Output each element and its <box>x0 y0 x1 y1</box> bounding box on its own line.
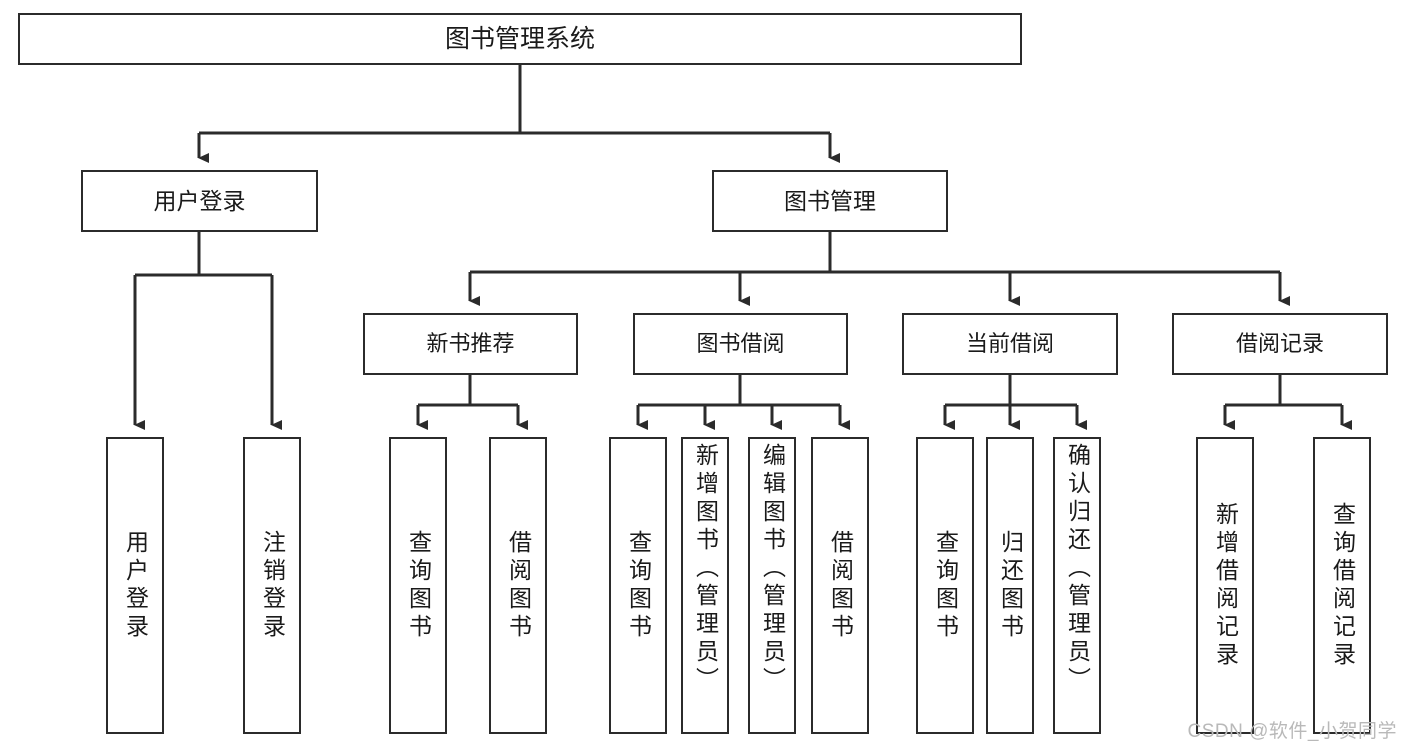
leaf-label: 归还图书 <box>997 529 1024 642</box>
leaf-query-book-1[interactable]: 查询图书 <box>389 437 447 734</box>
node-label: 图书借阅 <box>696 331 785 357</box>
leaf-label: 新增图书（管理员） <box>692 443 719 695</box>
leaf-label: 新增借阅记录 <box>1212 501 1239 670</box>
node-label: 用户登录 <box>153 187 246 214</box>
leaf-label: 查询图书 <box>405 529 432 642</box>
node-label: 图书管理系统 <box>444 24 595 53</box>
leaf-add-book-admin[interactable]: 新增图书（管理员） <box>681 437 729 734</box>
leaf-logout-login[interactable]: 注销登录 <box>243 437 301 734</box>
node-label: 借阅记录 <box>1235 331 1324 357</box>
node-label: 图书管理 <box>784 187 876 214</box>
leaf-edit-book-admin[interactable]: 编辑图书（管理员） <box>748 437 796 734</box>
leaf-borrow-book-2[interactable]: 借阅图书 <box>811 437 869 734</box>
leaf-query-book-3[interactable]: 查询图书 <box>916 437 974 734</box>
leaf-label: 注销登录 <box>259 529 286 642</box>
leaf-label: 查询借阅记录 <box>1329 501 1356 670</box>
leaf-label: 用户登录 <box>122 529 149 642</box>
leaf-return-book[interactable]: 归还图书 <box>986 437 1034 734</box>
node-label: 新书推荐 <box>426 331 515 357</box>
leaf-label: 查询图书 <box>932 529 959 642</box>
leaf-query-book-2[interactable]: 查询图书 <box>609 437 667 734</box>
node-book-management[interactable]: 图书管理 <box>712 170 948 232</box>
node-new-book-recommend[interactable]: 新书推荐 <box>363 313 578 375</box>
leaf-label: 编辑图书（管理员） <box>759 443 786 695</box>
leaf-confirm-return-admin[interactable]: 确认归还（管理员） <box>1053 437 1101 734</box>
leaf-label: 借阅图书 <box>827 529 854 642</box>
leaf-query-borrow-record[interactable]: 查询借阅记录 <box>1313 437 1371 734</box>
leaf-label: 借阅图书 <box>505 529 532 642</box>
leaf-label: 确认归还（管理员） <box>1064 443 1091 695</box>
node-book-management-system[interactable]: 图书管理系统 <box>18 13 1022 65</box>
leaf-add-borrow-record[interactable]: 新增借阅记录 <box>1196 437 1254 734</box>
node-current-borrow[interactable]: 当前借阅 <box>902 313 1118 375</box>
node-book-borrow[interactable]: 图书借阅 <box>633 313 848 375</box>
leaf-label: 查询图书 <box>625 529 652 642</box>
leaf-user-login[interactable]: 用户登录 <box>106 437 164 734</box>
node-user-login[interactable]: 用户登录 <box>81 170 318 232</box>
node-label: 当前借阅 <box>965 331 1054 357</box>
node-borrow-record[interactable]: 借阅记录 <box>1172 313 1388 375</box>
leaf-borrow-book-1[interactable]: 借阅图书 <box>489 437 547 734</box>
